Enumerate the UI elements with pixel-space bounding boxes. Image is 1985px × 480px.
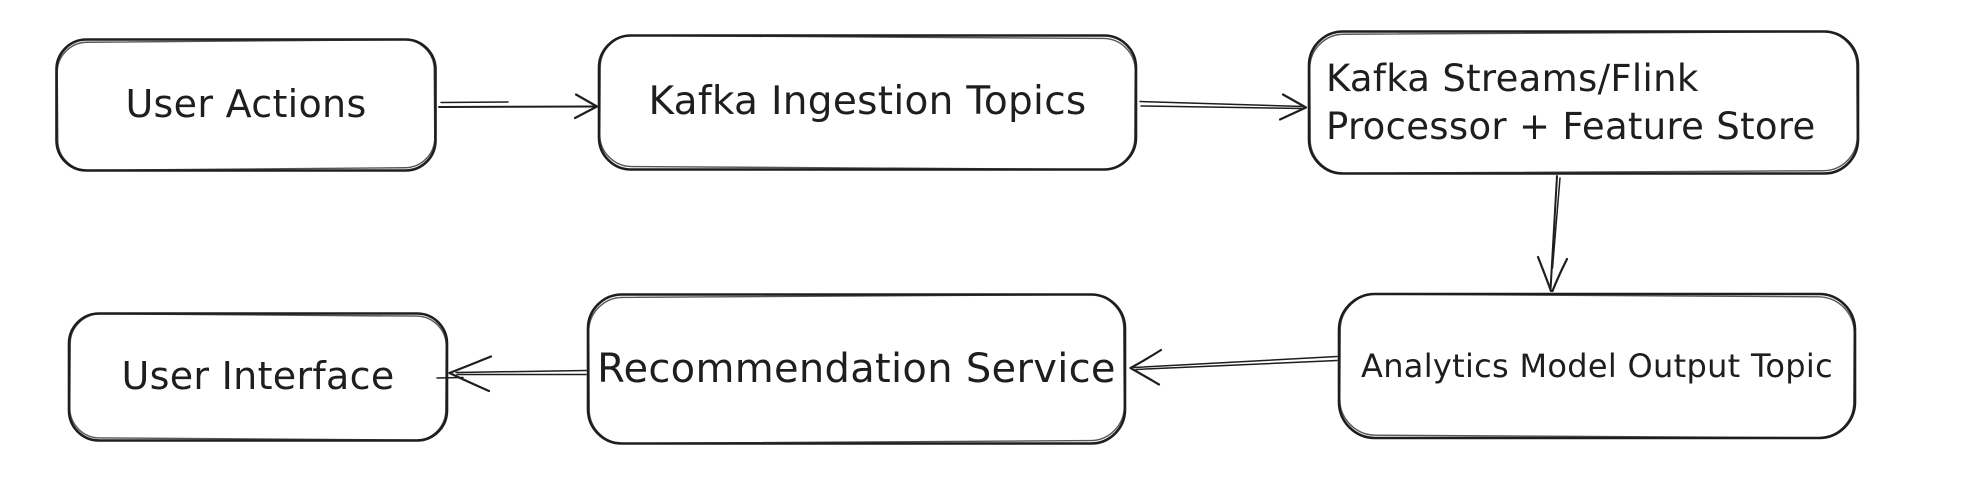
node-outline	[586, 293, 1127, 445]
edge-line-sketch	[1551, 177, 1561, 269]
edge-arrowhead	[573, 93, 599, 120]
node-analytics-model-output-topic[interactable]: Analytics Model Output Topic	[1338, 293, 1856, 440]
node-user-actions[interactable]: User Actions	[55, 38, 437, 171]
edge-arrowhead	[1536, 255, 1569, 293]
edge-user-actions-to-kafka-ingestion[interactable]	[438, 93, 599, 120]
node-box-user-actions[interactable]	[55, 38, 437, 172]
edge-line-sketch	[1140, 105, 1304, 110]
node-outline-sketch	[588, 293, 1125, 445]
edge-kafka-ingestion-to-streams-flink[interactable]	[1139, 93, 1308, 121]
edge-arrowhead-sketch	[436, 376, 464, 379]
node-outline	[67, 312, 449, 442]
edge-arrowhead	[1278, 93, 1308, 121]
edge-arrowhead	[448, 355, 493, 393]
node-outline-sketch	[1309, 31, 1858, 174]
node-outline-sketch	[599, 34, 1136, 171]
edge-line	[1139, 100, 1304, 108]
edge-line	[438, 105, 597, 108]
node-user-interface[interactable]: User Interface	[68, 312, 448, 442]
node-kafka-streams-flink[interactable]: Kafka Streams/Flink Processor + Feature …	[1308, 31, 1858, 174]
node-outline-sketch	[1339, 293, 1855, 439]
edge-line	[1549, 175, 1558, 291]
node-label-line-1: Kafka Streams/Flink	[1326, 56, 1699, 100]
node-box-kafka-streams-flink[interactable]	[1307, 30, 1860, 175]
node-label: Analytics Model Output Topic	[1361, 347, 1833, 386]
node-box-kafka-ingestion-topics[interactable]	[597, 34, 1138, 171]
node-outline	[1307, 30, 1860, 175]
node-kafka-ingestion-topics[interactable]: Kafka Ingestion Topics	[598, 34, 1137, 170]
edge-arrowhead	[1129, 348, 1163, 386]
edge-line	[455, 369, 587, 374]
node-box-analytics-model-output-topic[interactable]	[1337, 292, 1857, 440]
node-label-line-2: Processor + Feature Store	[1326, 104, 1816, 148]
node-box-recommendation-service[interactable]	[586, 293, 1127, 445]
edge-recommendation-to-user-interface[interactable]	[436, 355, 587, 393]
node-label: User Actions	[125, 81, 367, 126]
edge-analytics-output-to-recommendation[interactable]	[1129, 348, 1338, 386]
edge-line-sketch	[440, 101, 509, 104]
node-outline	[55, 38, 437, 172]
node-label: Recommendation Service	[597, 345, 1116, 392]
node-label: User Interface	[121, 354, 395, 399]
node-outline-sketch	[56, 39, 436, 171]
edge-streams-flink-to-analytics-output[interactable]	[1536, 175, 1569, 293]
node-label: Kafka Ingestion Topics	[648, 78, 1087, 124]
node-outline	[1337, 292, 1857, 440]
node-outline	[597, 34, 1138, 171]
edge-line-sketch	[1135, 359, 1338, 371]
edge-line	[1133, 355, 1338, 369]
node-recommendation-service[interactable]: Recommendation Service	[587, 293, 1126, 444]
